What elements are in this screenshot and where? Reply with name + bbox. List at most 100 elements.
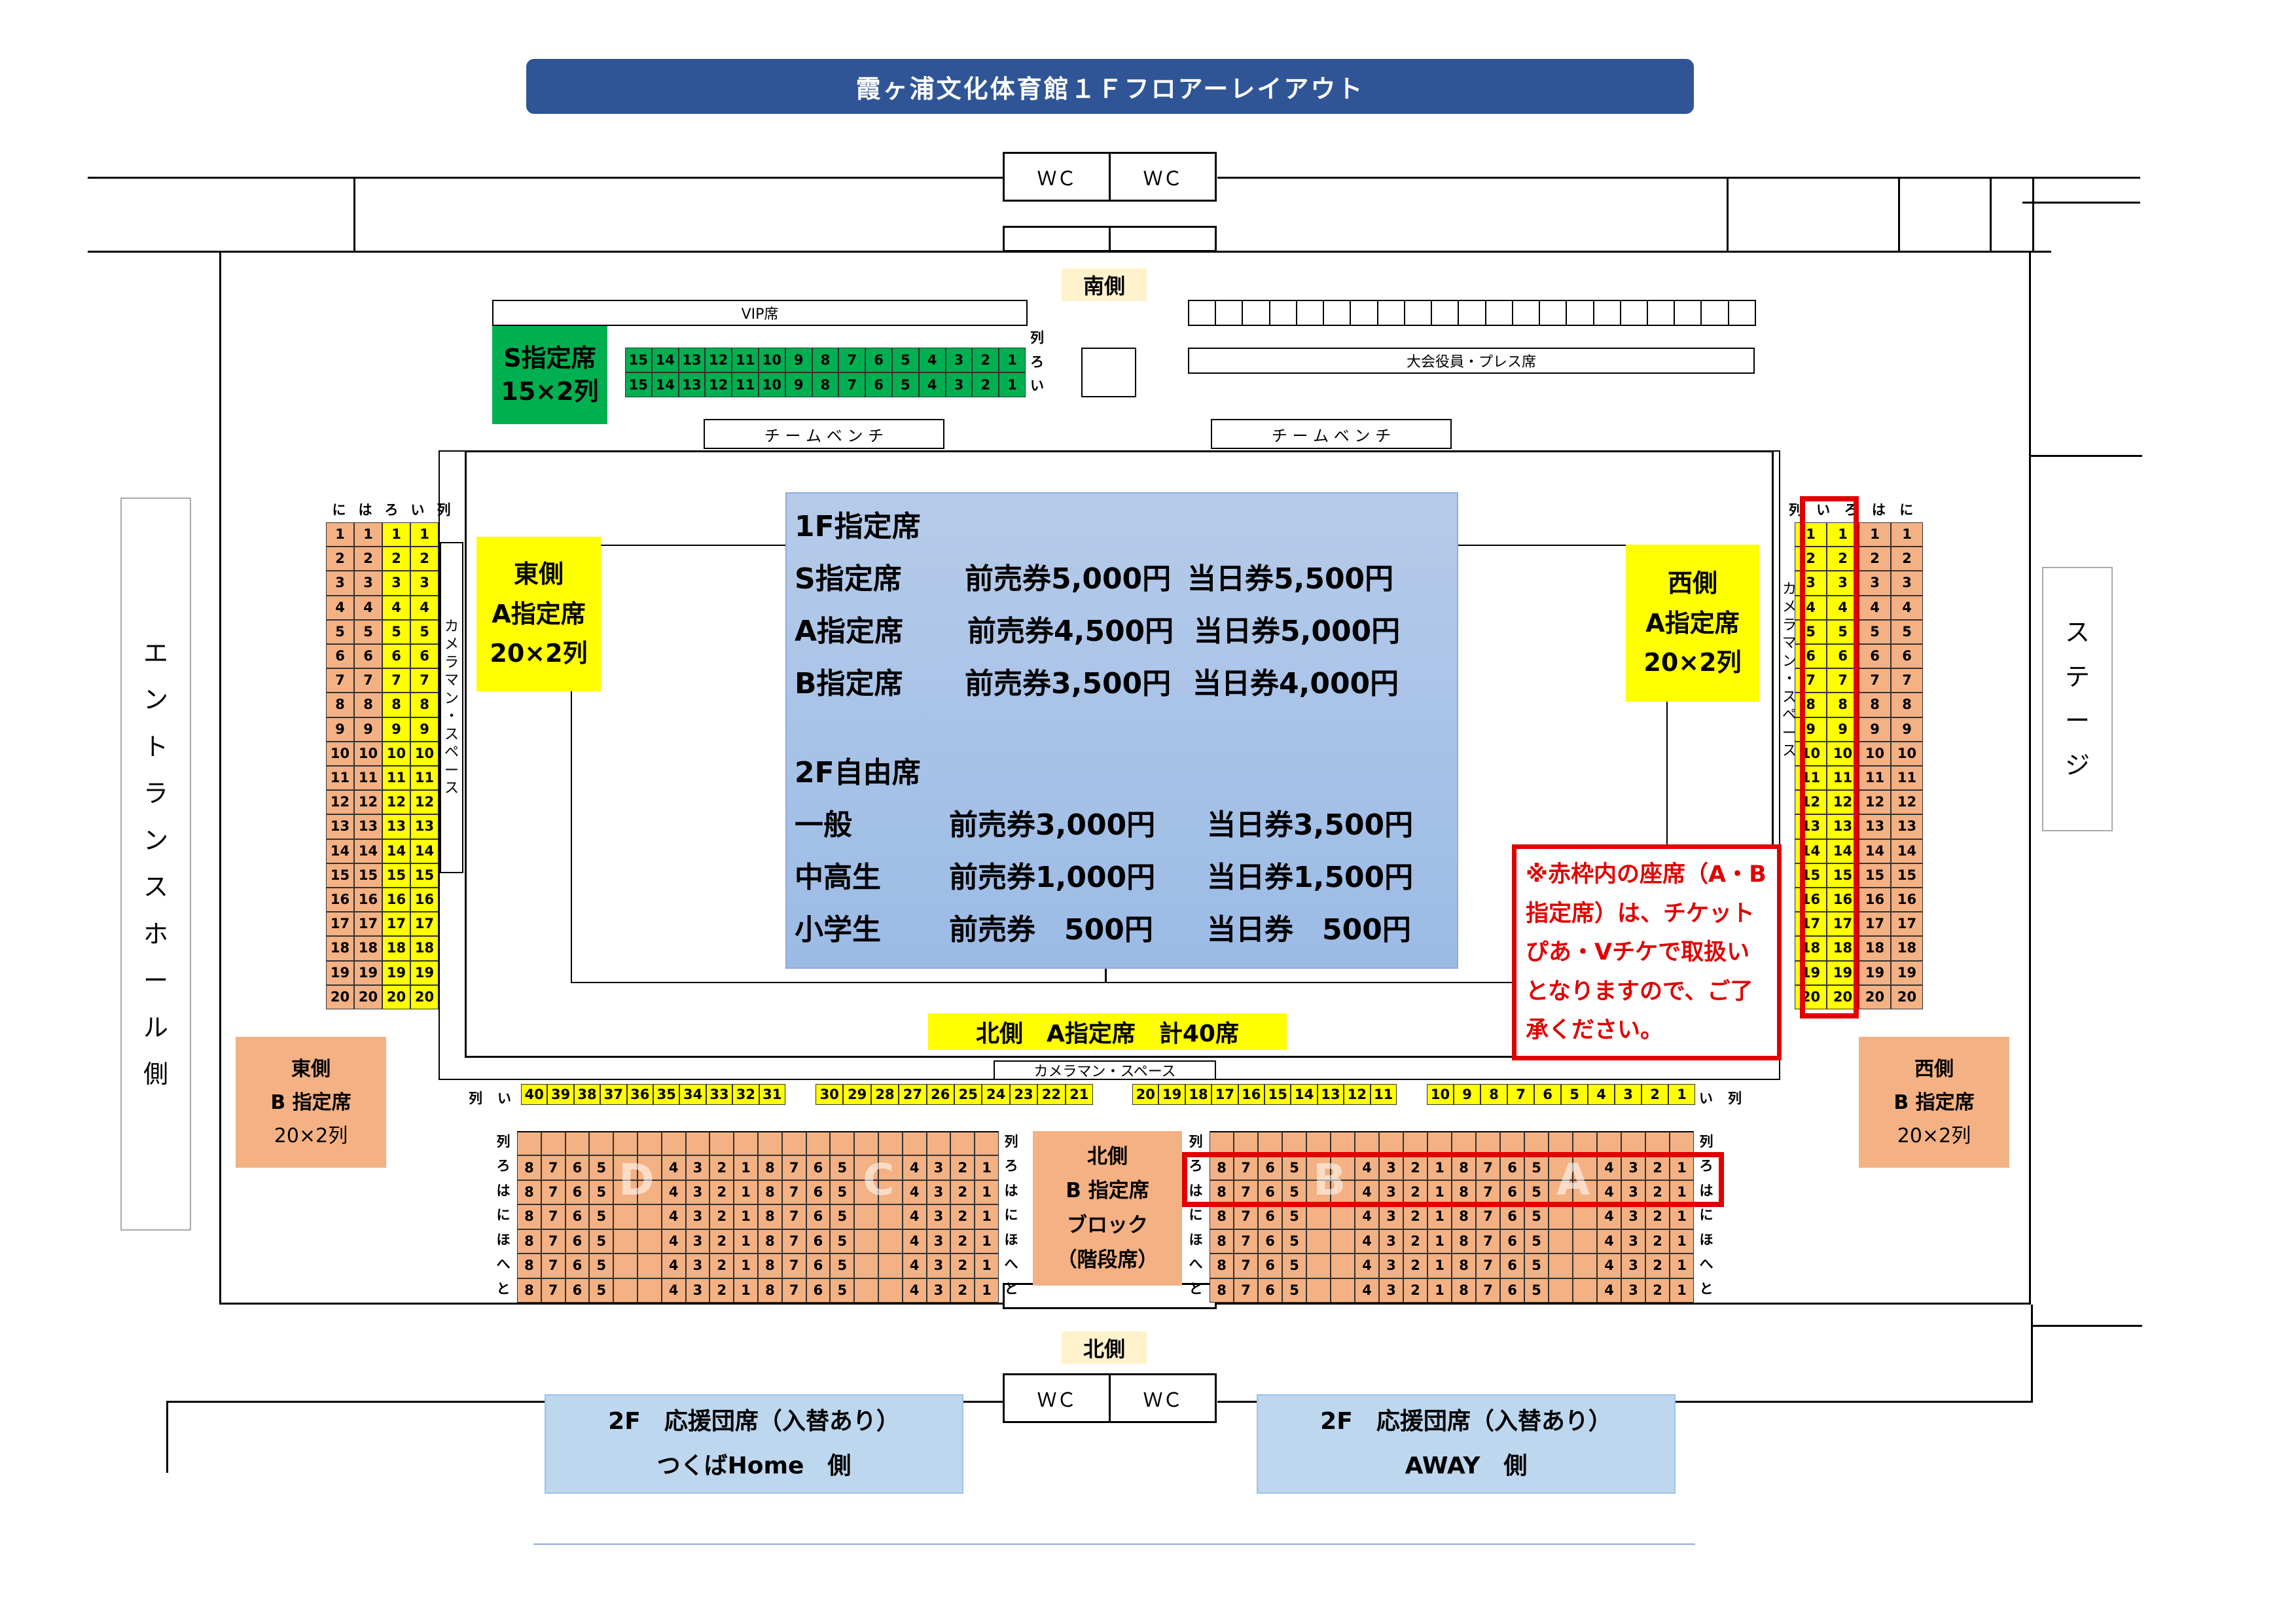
seat: 2 — [950, 1254, 975, 1278]
north-b-block-label: 北側 B 指定席 ブロック （階段席） — [1033, 1131, 1182, 1286]
north-a-row-label-right: 列 — [1728, 1091, 1742, 1106]
seat: 8 — [1210, 1254, 1234, 1278]
seat: 7 — [1234, 1229, 1258, 1254]
row-label: と — [1004, 1280, 1018, 1297]
label-glyph: ホ — [143, 919, 168, 948]
seat: 7 — [541, 1204, 565, 1229]
seat — [1331, 1180, 1355, 1205]
seat: 1 — [1427, 1229, 1452, 1254]
seat — [637, 1180, 662, 1205]
seat: 1 — [975, 1204, 999, 1229]
seat: 17 — [326, 912, 354, 937]
seat: 8 — [1452, 1180, 1476, 1205]
seat — [637, 1278, 662, 1303]
row-label: ろ — [496, 1158, 511, 1174]
seat — [1476, 1131, 1500, 1156]
seat: 8 — [1210, 1204, 1234, 1229]
seat: 1 — [1670, 1204, 1694, 1229]
seat — [1621, 1131, 1645, 1156]
seat: 1 — [1668, 1084, 1695, 1105]
seat: 6 — [565, 1155, 590, 1180]
price-m-day: 当日券1,500円 — [1207, 861, 1414, 894]
column-header: は — [1871, 502, 1886, 518]
seat: 10 — [758, 348, 785, 372]
press-seat — [1268, 300, 1297, 326]
press-seat — [1511, 300, 1541, 326]
seat: 10 — [1891, 741, 1923, 766]
seat: 7 — [1476, 1254, 1500, 1278]
label-glyph: テ — [2064, 662, 2090, 691]
seat: 8 — [517, 1204, 541, 1229]
label-glyph: ス — [143, 873, 168, 901]
seat: 39 — [547, 1084, 574, 1105]
row-label: に — [1189, 1207, 1203, 1223]
price-s-name: S指定席 — [795, 562, 902, 596]
seat — [1210, 1131, 1234, 1156]
seat: 12 — [354, 790, 382, 815]
seat: 1 — [734, 1180, 758, 1205]
seat — [830, 1131, 855, 1156]
seat: 3 — [685, 1278, 710, 1303]
seat: 12 — [705, 348, 732, 372]
price-g-day: 当日券3,500円 — [1207, 808, 1414, 842]
wall-line — [1217, 177, 2140, 179]
seat: 2 — [382, 547, 410, 571]
seat: 7 — [541, 1254, 565, 1278]
seat: 8 — [757, 1278, 782, 1303]
seat: 4 — [1597, 1254, 1621, 1278]
seat — [854, 1180, 878, 1205]
seat: 3 — [685, 1180, 710, 1205]
seat: 24 — [982, 1084, 1010, 1105]
wall-line — [353, 177, 355, 253]
seat: 3 — [1379, 1254, 1403, 1278]
divider — [533, 1543, 1695, 1545]
seat: 6 — [806, 1155, 831, 1180]
north-row-labels-left: 列ろはにほへと — [493, 1131, 513, 1303]
seat: 4 — [1597, 1204, 1621, 1229]
seat: 38 — [573, 1084, 601, 1105]
seat: 6 — [1258, 1204, 1282, 1229]
seat: 4 — [902, 1155, 927, 1180]
north-b-line3: ブロック — [1067, 1214, 1148, 1237]
seat: 5 — [830, 1278, 855, 1303]
row-label: ろ — [1189, 1158, 1203, 1174]
seat: 5 — [382, 619, 410, 644]
seat: 1 — [975, 1254, 999, 1278]
seat: 4 — [1355, 1204, 1379, 1229]
seat: 2 — [1403, 1229, 1427, 1254]
seat: 18 — [1891, 936, 1923, 961]
seat: 17 — [1891, 912, 1923, 937]
seat: 2 — [709, 1180, 734, 1205]
seat: 18 — [1859, 936, 1891, 961]
seat: 1 — [1859, 522, 1891, 547]
seat: 1 — [1670, 1229, 1694, 1254]
seat: 9 — [785, 372, 812, 397]
row-label: ほ — [1004, 1231, 1018, 1248]
seat: 2 — [709, 1278, 734, 1303]
seat: 12 — [1859, 790, 1891, 815]
seat: 8 — [757, 1204, 782, 1229]
press-seat — [1431, 300, 1460, 326]
seat — [613, 1278, 637, 1303]
seat: 19 — [1859, 960, 1891, 985]
seat: 5 — [891, 372, 919, 397]
row-label: 列 — [1004, 1134, 1018, 1149]
row-label: と — [1699, 1280, 1713, 1297]
seat: 4 — [382, 595, 410, 620]
seat — [565, 1131, 590, 1156]
seat: 5 — [830, 1229, 855, 1254]
seat: 9 — [1827, 717, 1859, 742]
seat: 7 — [541, 1180, 565, 1205]
seat: 7 — [1234, 1180, 1258, 1205]
seat — [541, 1131, 565, 1156]
north-b-line4: （階段席） — [1056, 1248, 1158, 1272]
seat: 2 — [709, 1155, 734, 1180]
wc-top-left: ＷＣ — [1003, 152, 1111, 202]
row-label: は — [1699, 1182, 1713, 1199]
seat: 20 — [410, 984, 439, 1009]
seat: 19 — [326, 960, 354, 985]
seat: 1 — [1427, 1204, 1452, 1229]
seat: 1 — [326, 522, 354, 547]
